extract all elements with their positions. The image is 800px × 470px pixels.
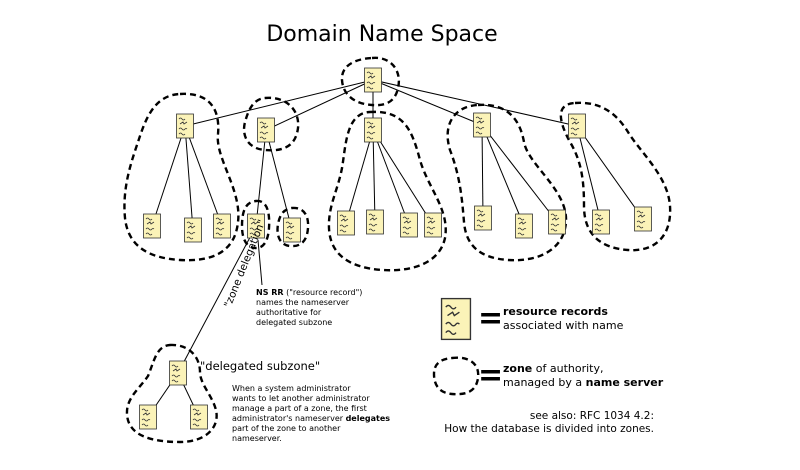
resource-record-icon: [169, 360, 187, 386]
resource-record-icon: [176, 113, 194, 139]
resource-record-icon: [184, 217, 202, 243]
zone-outline-icon: [559, 101, 672, 252]
resource-record-icon: [473, 112, 491, 138]
zone-outline-icon: [123, 92, 240, 262]
zone-outline-icon: [432, 356, 480, 396]
see-also-note: see also: RFC 1034 4.2: How the database…: [444, 410, 654, 435]
diagram-title: Domain Name Space: [266, 22, 498, 47]
resource-record-icon: [515, 213, 533, 239]
zone-outline-icon: [125, 343, 218, 444]
zone-outline-icon: [240, 199, 271, 250]
resource-record-icon: [568, 113, 586, 139]
zone-outline-icon: [446, 103, 568, 262]
resource-record-icon: [139, 404, 157, 430]
resource-record-icon: [424, 212, 442, 238]
resource-record-icon: [548, 209, 566, 235]
resource-record-icon: [364, 67, 382, 93]
ns-rr-annotation: NS RR ("resource record") names the name…: [256, 288, 363, 327]
zone-outline-icon: [340, 56, 401, 107]
legend-equals-records: =: [478, 301, 504, 336]
legend-equals-zone: =: [478, 358, 504, 393]
zone-outline-icon: [327, 110, 447, 272]
resource-record-icon: [257, 117, 275, 143]
resource-record-icon: [337, 210, 355, 236]
legend-records: resource records associated with name: [503, 305, 624, 332]
resource-record-icon: [364, 117, 382, 143]
resource-record-icon: [400, 212, 418, 238]
delegation-note: When a system administrator wants to let…: [232, 384, 391, 443]
resource-record-icon: [592, 209, 610, 235]
delegated-subzone-label: "delegated subzone": [200, 359, 321, 373]
resource-record-icon: [213, 213, 231, 239]
resource-record-icon: [143, 213, 161, 239]
resource-record-icon: [474, 205, 492, 231]
zones: [123, 56, 672, 444]
legend-zone: zone of authority, managed by a name ser…: [503, 362, 664, 389]
resource-record-icon: [366, 209, 384, 235]
resource-record-icon: [634, 206, 652, 232]
resource-record-icon: [440, 297, 472, 341]
resource-record-icon: [283, 217, 301, 243]
resource-record-icon: [190, 404, 208, 430]
zone-outline-icon: [276, 206, 310, 248]
